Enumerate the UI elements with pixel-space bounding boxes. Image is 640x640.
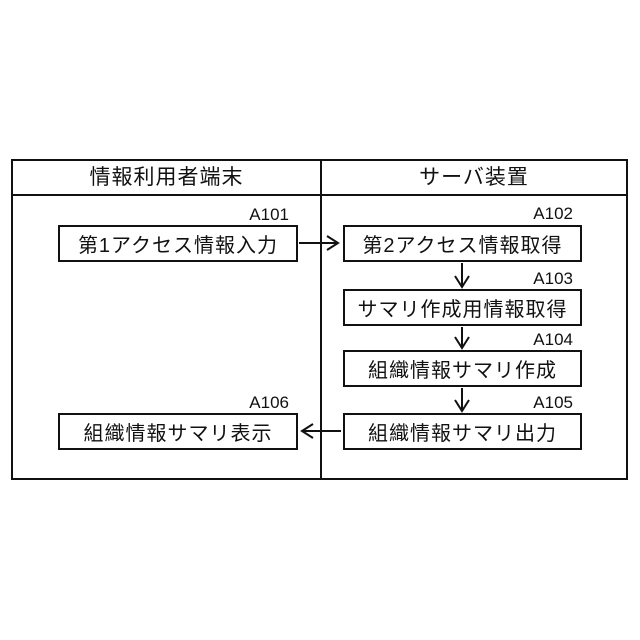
process-box-a102: 第2アクセス情報取得 [343,225,582,262]
process-box-a106: 組織情報サマリ表示 [58,413,298,450]
process-box-a104: 組織情報サマリ作成 [343,350,582,387]
swimlane-divider [320,161,322,478]
process-box-a101: 第1アクセス情報入力 [58,225,298,262]
step-id-a105: A105 [533,393,573,412]
step-id-a103: A103 [533,269,573,288]
step-id-a102: A102 [533,204,573,223]
process-box-a103: サマリ作成用情報取得 [343,289,582,326]
column-header-terminal: 情報利用者端末 [89,166,244,189]
step-id-a104: A104 [533,330,573,349]
step-id-a106: A106 [249,393,289,412]
column-header-server: サーバ装置 [419,166,529,189]
process-box-a105: 組織情報サマリ出力 [343,413,582,450]
step-id-a101: A101 [249,205,289,224]
swimlane-header-row [13,161,626,196]
